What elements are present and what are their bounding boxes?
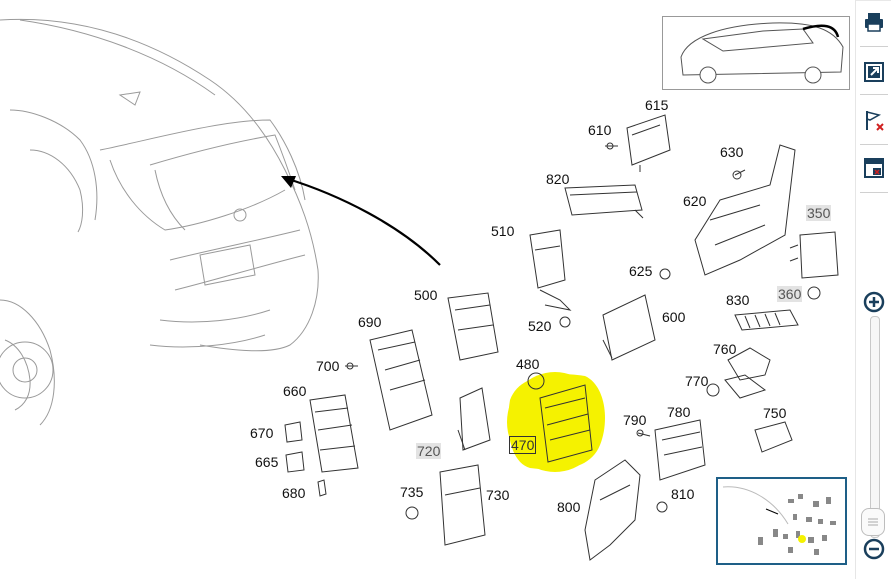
callout-750[interactable]: 750: [763, 405, 787, 421]
vehicle-overview-thumbnail[interactable]: [662, 16, 850, 90]
diagram-drawing: [0, 18, 839, 561]
callout-660[interactable]: 660: [283, 383, 307, 399]
callout-690[interactable]: 690: [358, 314, 382, 330]
callout-730[interactable]: 730: [486, 487, 510, 503]
callout-510[interactable]: 510: [491, 223, 515, 239]
callout-760[interactable]: 760: [713, 341, 737, 357]
callout-820[interactable]: 820: [546, 171, 570, 187]
callout-480[interactable]: 480: [516, 356, 540, 372]
callout-600[interactable]: 600: [662, 309, 686, 325]
zoom-slider-track[interactable]: [870, 316, 880, 538]
pointer-arrow: [284, 176, 441, 266]
right-toolbar: [855, 0, 891, 579]
callout-770[interactable]: 770: [685, 373, 709, 389]
window-close-icon[interactable]: [862, 156, 886, 180]
parts-diagram: 615 610 630 820 620 350 510 625 360 500 830 520 600 6…: [0, 16, 850, 565]
zoom-in-icon[interactable]: [862, 290, 886, 314]
callout-520[interactable]: 520: [528, 318, 552, 334]
part-drawings: [284, 114, 839, 561]
callout-810[interactable]: 810: [671, 486, 695, 502]
callout-615[interactable]: 615: [645, 97, 669, 113]
callout-800[interactable]: 800: [557, 499, 581, 515]
callout-680[interactable]: 680: [282, 485, 306, 501]
open-new-window-icon[interactable]: [862, 60, 886, 84]
zoom-out-icon[interactable]: [862, 537, 886, 561]
minimap-navigator[interactable]: [716, 477, 847, 565]
callout-735[interactable]: 735: [400, 484, 424, 500]
callout-790[interactable]: 790: [623, 412, 647, 428]
callout-625[interactable]: 625: [629, 263, 653, 279]
callout-700[interactable]: 700: [316, 358, 340, 374]
callout-830[interactable]: 830: [726, 292, 750, 308]
callout-630[interactable]: 630: [720, 144, 744, 160]
callout-670[interactable]: 670: [250, 425, 274, 441]
callout-470[interactable]: 470: [509, 436, 537, 454]
callout-665[interactable]: 665: [255, 454, 279, 470]
callout-720[interactable]: 720: [416, 443, 442, 459]
flag-remove-icon[interactable]: [862, 108, 886, 132]
printer-icon[interactable]: [862, 10, 886, 34]
callout-500[interactable]: 500: [414, 287, 438, 303]
zoom-slider-thumb[interactable]: [861, 508, 885, 536]
callout-360[interactable]: 360: [777, 286, 803, 302]
callout-610[interactable]: 610: [588, 122, 612, 138]
vehicle-rear-outline: [0, 18, 319, 426]
callout-350[interactable]: 350: [806, 205, 832, 221]
callout-620[interactable]: 620: [683, 193, 707, 209]
callout-780[interactable]: 780: [667, 404, 691, 420]
